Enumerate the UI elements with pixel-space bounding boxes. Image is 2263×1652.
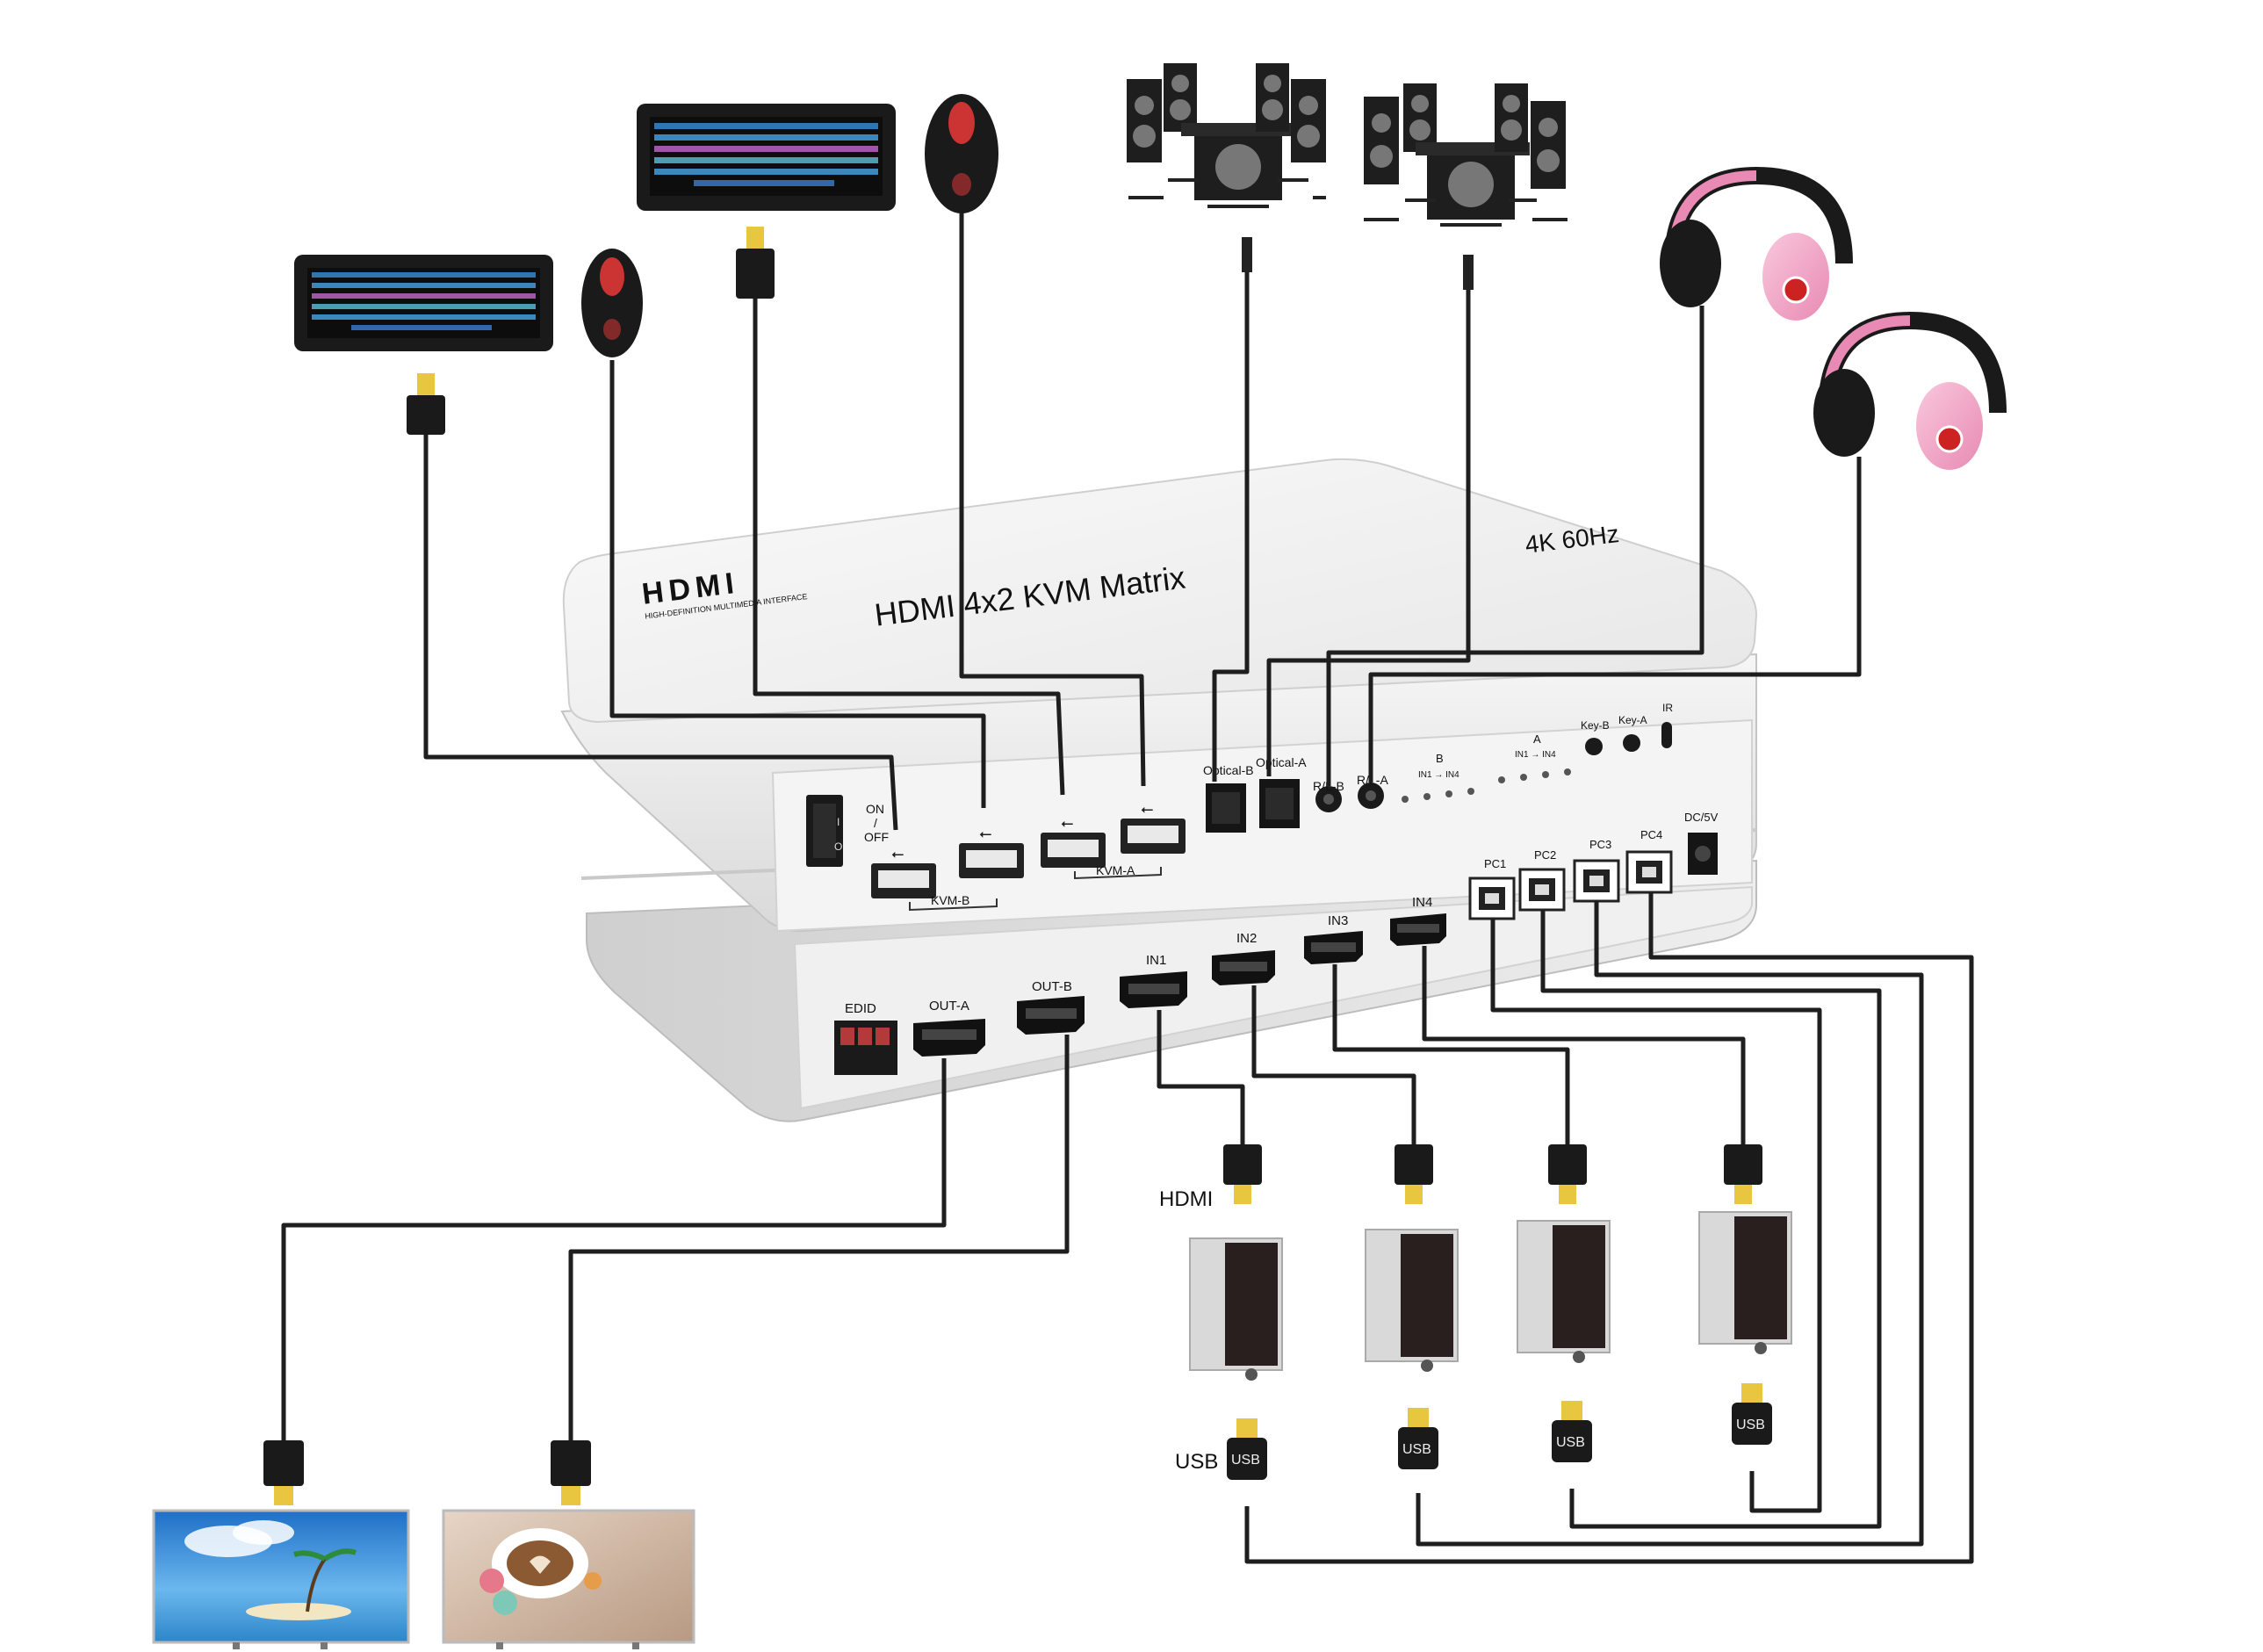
svg-text:USB: USB [1736,1418,1765,1432]
usb-b-port-pc1[interactable] [1468,876,1516,920]
usb-symbol-icon: ⭠ [1141,800,1153,818]
pc3-label: PC3 [1589,838,1611,851]
usb-connector-icon: USB [1552,1401,1592,1462]
hdmi-connector-icon [1548,1144,1587,1204]
usb-cable-label: USB [1175,1450,1218,1474]
out-b-label: OUT-B [1032,979,1072,994]
svg-text:USB: USB [1231,1453,1260,1468]
power-on-label: ON [866,802,884,816]
kvm-a-label: KVM-A [1096,863,1135,877]
svg-text:I: I [837,816,840,828]
hdmi-connector-icon [263,1440,304,1505]
bottom-panel: EDID OUT-A OUT-B IN1 IN2 IN3 IN4 [834,895,1446,1075]
svg-text:USB: USB [1402,1442,1431,1457]
group-a-range: IN1 → IN4 [1515,750,1556,760]
pc-4 [1698,1211,1792,1354]
usb-b-port-pc3[interactable] [1573,859,1620,903]
tv-a [152,1509,410,1649]
optical-a-label: Optical-A [1256,755,1307,769]
pc2-label: PC2 [1534,848,1556,862]
ir-sensor [1661,722,1672,748]
hdmi-connector-icon [1395,1144,1433,1204]
key-b-button[interactable] [1585,738,1603,755]
usb-port-b2[interactable]: ⭠ [959,825,1024,878]
usb-port-a2[interactable]: ⭠ [1121,800,1186,854]
key-b-label: Key-B [1581,719,1610,732]
hdmi-in3-port[interactable] [1304,931,1363,964]
speaker-system-a [1364,83,1568,227]
usb-symbol-icon: ⭠ [979,825,991,842]
speaker-system-b [1127,63,1326,208]
hdmi-connector-icon [1724,1144,1762,1204]
usb-connector-icon: USB [1227,1418,1267,1480]
headphones-a [1813,311,2007,470]
mouse-b [581,249,643,357]
hdmi-in4-port[interactable] [1390,913,1446,946]
power-off-label: OFF [864,830,889,844]
in4-label: IN4 [1412,895,1432,910]
pc4-label: PC4 [1640,828,1662,841]
hdmi-out-a-port[interactable] [913,1019,985,1057]
usb-connector-icon: USB [1732,1383,1772,1445]
dc-label: DC/5V [1684,811,1719,824]
pc1-label: PC1 [1484,857,1506,870]
mouse-a [925,94,998,213]
svg-text:USB: USB [1556,1435,1585,1450]
usb-symbol-icon: ⭠ [891,845,904,862]
edid-label: EDID [845,1001,876,1016]
out-a-label: OUT-A [929,999,969,1014]
pc-1 [1189,1237,1283,1381]
group-a-leds [1498,768,1571,783]
group-a-label: A [1533,732,1541,746]
kvm-b-label: KVM-B [931,893,969,907]
power-sep-label: / [874,816,877,830]
usb-symbol-icon: ⭠ [1061,814,1073,832]
headphones-b [1660,166,1853,321]
pc-2 [1365,1229,1459,1372]
optical-b-label: Optical-B [1203,763,1254,777]
tv-b [442,1509,695,1649]
key-a-label: Key-A [1618,714,1647,726]
in1-label: IN1 [1146,953,1166,968]
usb-connector-icon: USB [1398,1408,1438,1469]
in3-label: IN3 [1328,913,1348,928]
usb-b-port-pc4[interactable] [1625,850,1673,894]
pc-3 [1517,1220,1611,1363]
key-a-button[interactable] [1623,734,1640,752]
hdmi-in1-port[interactable] [1120,971,1187,1008]
usb-port-a1[interactable]: ⭠ [1041,814,1106,868]
keyboard-b [294,255,553,351]
svg-text:O: O [834,840,842,853]
cables [281,211,1974,1564]
ir-label: IR [1662,702,1673,714]
hdmi-out-b-port[interactable] [1017,996,1085,1035]
optical-connector-icon [1463,255,1474,290]
top-panel: I O ON / OFF ⭠ ⭠ ⭠ ⭠ KVM-B KVM-A [806,702,1719,920]
hdmi-in2-port[interactable] [1212,950,1275,985]
group-b-range: IN1 → IN4 [1418,770,1459,780]
optical-connector-icon [1242,237,1252,272]
usb-b-port-pc2[interactable] [1518,868,1566,912]
hdmi-connector-icon [1223,1144,1262,1204]
usb-port-b1[interactable]: ⭠ [871,845,936,898]
group-b-label: B [1436,752,1444,765]
hdmi-connector-icon [407,373,445,435]
in2-label: IN2 [1236,931,1257,946]
keyboard-a [637,104,896,211]
hdmi-cable-label: HDMI [1159,1187,1213,1211]
hdmi-connector-icon [736,227,775,299]
group-b-leds [1402,788,1474,803]
hdmi-connector-icon [551,1440,591,1505]
